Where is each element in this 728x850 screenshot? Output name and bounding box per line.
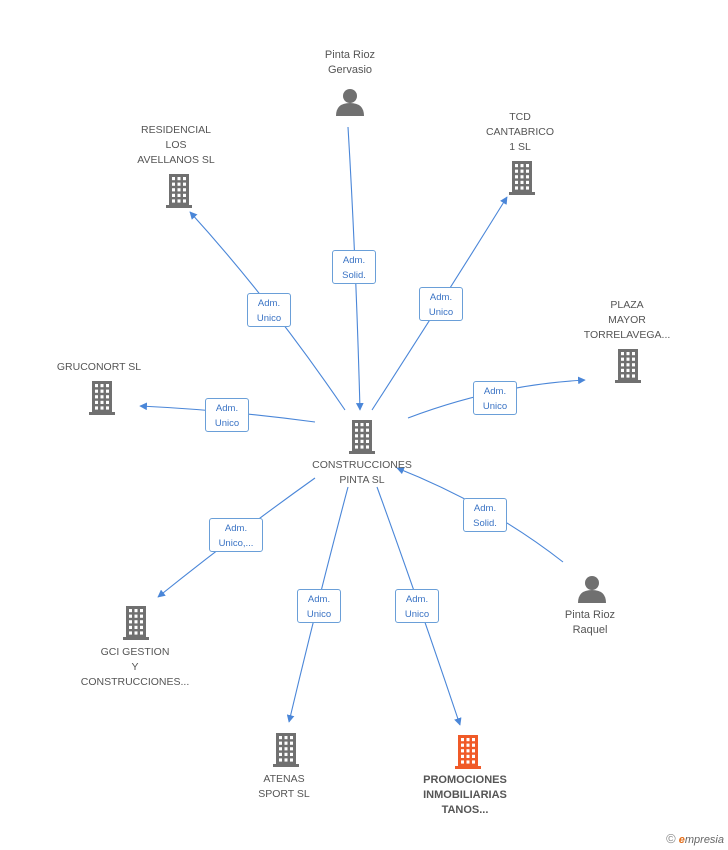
node-label-text: PROMOCIONES INMOBILIARIAS TANOS... [423, 774, 507, 816]
node-label-text: RESIDENCIAL LOS AVELLANOS SL [137, 124, 215, 166]
node-label-text: GCI GESTION Y CONSTRUCCIONES... [80, 646, 190, 688]
building-icon[interactable] [615, 349, 641, 383]
node-tcd-label[interactable]: TCD CANTABRICO 1 SL [470, 110, 570, 155]
node-gruconort-label[interactable]: GRUCONORT SL [44, 360, 154, 375]
node-label-text: PLAZA MAYOR TORRELAVEGA... [583, 299, 671, 341]
node-residencial-label[interactable]: RESIDENCIAL LOS AVELLANOS SL [116, 123, 236, 168]
brand-name: mpresia [684, 834, 724, 846]
icon-layer [89, 89, 641, 769]
node-label-text: Pinta Rioz Gervasio [324, 49, 376, 76]
building-icon[interactable] [509, 161, 535, 195]
node-label-text: GRUCONORT SL [56, 361, 142, 373]
edge-label-plaza[interactable]: Adm. Unico [473, 381, 517, 415]
edge-label-raquel[interactable]: Adm. Solid. [463, 498, 507, 532]
edge-label-gervasio[interactable]: Adm. Solid. [332, 250, 376, 284]
edge-label-atenas[interactable]: Adm. Unico [297, 589, 341, 623]
building-icon[interactable] [123, 606, 149, 640]
edge-label-gci[interactable]: Adm. Unico,... [209, 518, 263, 552]
node-label-text: Pinta Rioz Raquel [564, 609, 616, 636]
node-plaza-label[interactable]: PLAZA MAYOR TORRELAVEGA... [572, 298, 682, 343]
node-label-text: CONSTRUCCIONES PINTA SL [312, 459, 412, 486]
building-icon[interactable] [455, 735, 481, 769]
brand-logo: empresia [679, 834, 724, 846]
building-icon[interactable] [166, 174, 192, 208]
copyright-symbol: © [666, 831, 676, 846]
building-icon[interactable] [349, 420, 375, 454]
node-center-label[interactable]: CONSTRUCCIONES PINTA SL [300, 458, 424, 488]
node-label-text: TCD CANTABRICO 1 SL [485, 111, 555, 153]
edge-label-tcd[interactable]: Adm. Unico [419, 287, 463, 321]
brand-initial: e [678, 834, 685, 846]
node-atenas-label[interactable]: ATENAS SPORT SL [236, 772, 332, 802]
node-label-text: ATENAS SPORT SL [258, 773, 310, 800]
node-promociones-label[interactable]: PROMOCIONES INMOBILIARIAS TANOS... [405, 773, 525, 818]
node-gervasio-label[interactable]: Pinta Rioz Gervasio [300, 48, 400, 78]
edge-label-promociones[interactable]: Adm. Unico [395, 589, 439, 623]
edge-label-gruconort[interactable]: Adm. Unico [205, 398, 249, 432]
node-gci-label[interactable]: GCI GESTION Y CONSTRUCCIONES... [70, 645, 200, 690]
node-raquel-label[interactable]: Pinta Rioz Raquel [545, 608, 635, 638]
person-icon[interactable] [336, 89, 364, 116]
building-icon[interactable] [273, 733, 299, 767]
building-icon[interactable] [89, 381, 115, 415]
person-icon[interactable] [578, 576, 606, 603]
footer-brand: © empresia [666, 831, 724, 846]
edge-label-residencial[interactable]: Adm. Unico [247, 293, 291, 327]
